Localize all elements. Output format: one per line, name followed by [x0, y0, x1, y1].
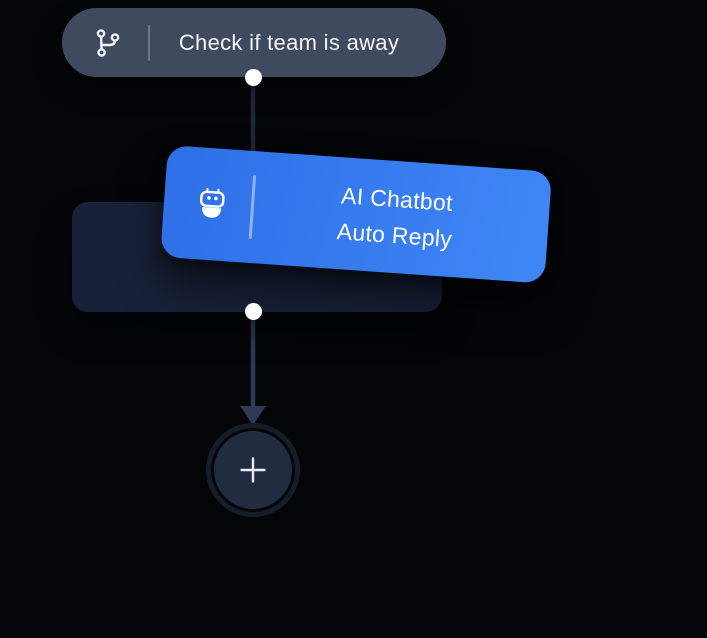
- robot-icon: [193, 185, 231, 223]
- connector-dot-bottom[interactable]: [244, 302, 262, 320]
- git-branch-icon: [92, 26, 124, 60]
- action-node[interactable]: AI Chatbot Auto Reply: [160, 145, 553, 284]
- trigger-node[interactable]: Check if team is away: [62, 8, 446, 77]
- arrowhead-icon: [240, 406, 266, 425]
- plus-icon: [240, 457, 266, 483]
- connector-dot-top[interactable]: [244, 68, 262, 86]
- divider: [148, 24, 150, 61]
- add-step-inner-circle: [214, 431, 292, 509]
- trigger-node-label: Check if team is away: [178, 29, 400, 55]
- action-node-title: AI Chatbot Auto Reply: [251, 171, 551, 263]
- add-step-button[interactable]: [206, 423, 300, 517]
